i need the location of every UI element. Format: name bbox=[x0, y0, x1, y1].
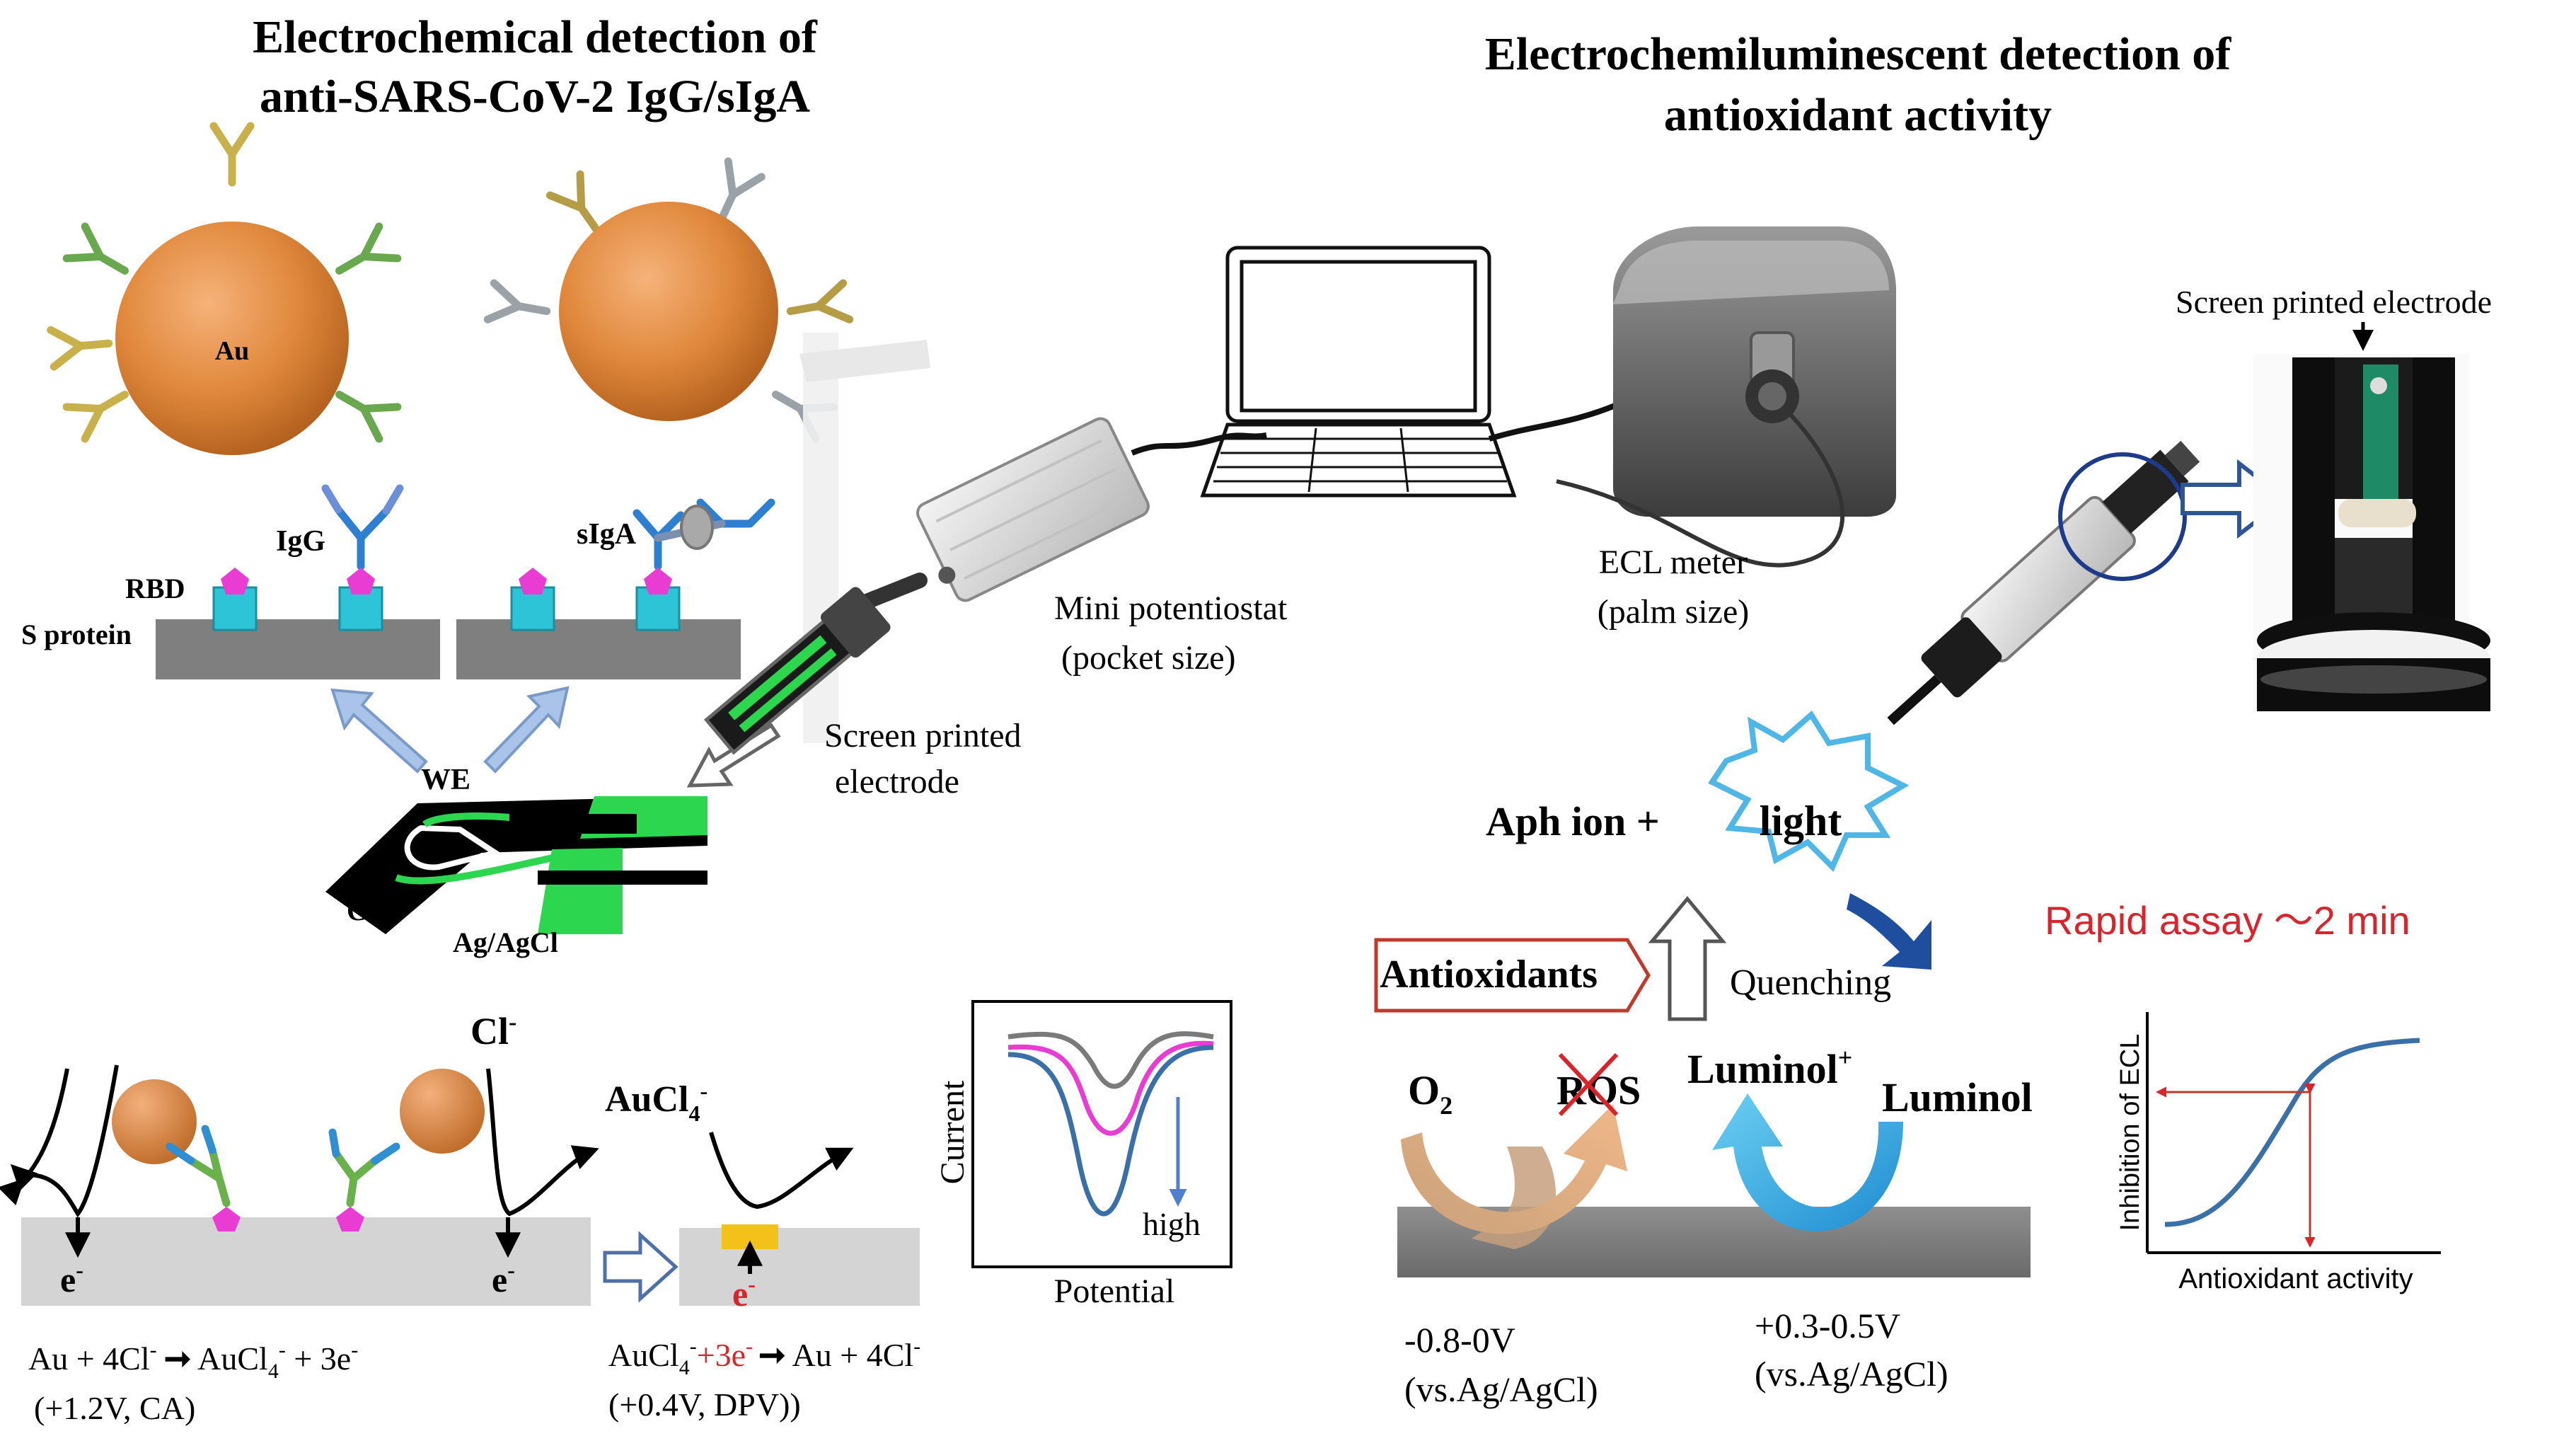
ecl-probe bbox=[1887, 440, 2200, 725]
reaction-1-line1: Au + 4Cl-➞ AuCl4- + 3e- bbox=[28, 1338, 358, 1383]
reaction-1: Au + 4Cl-➞ AuCl4- + 3e- (+1.2V, CA) bbox=[28, 1338, 358, 1426]
igg-label: IgG bbox=[276, 525, 325, 558]
mini-potentiostat-device bbox=[703, 333, 1267, 755]
laptop bbox=[1200, 246, 1517, 498]
potential-2-line2: (vs.Ag/AgCl) bbox=[1755, 1354, 1948, 1394]
left-title: Electrochemical detection of anti-SARS-C… bbox=[253, 11, 818, 122]
potential-1-line2: (vs.Ag/AgCl) bbox=[1404, 1369, 1598, 1409]
electron-label-red: e- bbox=[732, 1271, 756, 1314]
up-hollow-arrow bbox=[1648, 896, 1727, 1021]
light-label: light bbox=[1760, 798, 1842, 844]
reaction-2-line2: (+0.4V, DPV)) bbox=[608, 1386, 801, 1423]
inhibition-curve bbox=[2164, 1038, 2420, 1227]
electron-label-2: e- bbox=[492, 1257, 515, 1299]
igg-antibody bbox=[321, 484, 404, 570]
ros-crossed: ROS bbox=[1556, 1052, 1641, 1117]
left-title-line1: Electrochemical detection of bbox=[253, 11, 818, 63]
ecl-meter-label: ECL meter (palm size) bbox=[1598, 544, 1750, 631]
right-title: Electrochemiluminescent detection of ant… bbox=[1485, 28, 2232, 141]
inhibition-ylabel: Inhibition of ECL bbox=[2115, 1034, 2145, 1231]
reaction-1-line2: (+1.2V, CA) bbox=[34, 1390, 195, 1426]
potential-1: -0.8-0V (vs.Ag/AgCl) bbox=[1404, 1320, 1598, 1409]
antioxidants-label: Antioxidants bbox=[1380, 953, 1598, 996]
orange-reduction-arc bbox=[1401, 1104, 1627, 1234]
siga-nanoparticle: sIgA bbox=[487, 161, 849, 570]
mini-potentiostat-line1: Mini potentiostat bbox=[1054, 590, 1288, 627]
we-label: WE bbox=[421, 764, 470, 796]
dpv-curve-high bbox=[1007, 1045, 1214, 1217]
potential-2: +0.3-0.5V (vs.Ag/AgCl) bbox=[1755, 1306, 1948, 1394]
ecl-meter-line1: ECL meter bbox=[1599, 544, 1748, 581]
quenching-arrow bbox=[1847, 893, 1931, 970]
spe-left-line1: Screen printed bbox=[824, 717, 1022, 754]
luminol-label: Luminol bbox=[1882, 1074, 2033, 1120]
gold-nanoparticle-siga bbox=[559, 202, 778, 421]
gold-nanoparticle-igg bbox=[115, 222, 349, 455]
igg-nanoparticle: Au IgG bbox=[51, 126, 404, 570]
deposited-gold bbox=[722, 1224, 778, 1249]
probe-highlight-circle bbox=[2058, 452, 2187, 581]
inhibition-xlabel: Antioxidant activity bbox=[2178, 1263, 2413, 1294]
light-burst bbox=[1708, 710, 1910, 872]
aph-ion-label: Aph ion + bbox=[1486, 798, 1660, 844]
electrode-surface-2 bbox=[679, 1228, 920, 1306]
rapid-assay-label: Rapid assay ～2 min bbox=[2045, 898, 2410, 943]
right-title-line1: Electrochemiluminescent detection of bbox=[1485, 28, 2232, 80]
arrow-to-right-surface bbox=[483, 686, 570, 774]
dpv-curve-low bbox=[1007, 1031, 1214, 1089]
electron-label-1: e- bbox=[60, 1257, 83, 1299]
sprotein-label: S protein bbox=[21, 619, 132, 650]
reaction-2-line1: AuCl4-+3e-➞ Au + 4Cl- bbox=[608, 1335, 920, 1379]
ref-label: Ag/AgCl bbox=[453, 926, 558, 958]
potential-2-line1: +0.3-0.5V bbox=[1755, 1306, 1900, 1345]
mini-potentiostat-line2: (pocket size) bbox=[1061, 639, 1236, 677]
potential-1-line1: -0.8-0V bbox=[1404, 1320, 1515, 1360]
blue-up-arrows bbox=[330, 686, 570, 774]
spe-left-line2: electrode bbox=[835, 763, 959, 800]
dpv-ylabel: Current bbox=[934, 1080, 971, 1184]
right-title-line2: antioxidant activity bbox=[1664, 89, 2052, 141]
laptop-cable bbox=[1488, 401, 1622, 442]
gold-deposition-scheme: e- bbox=[679, 1132, 920, 1314]
left-title-line2: anti-SARS-CoV-2 IgG/sIgA bbox=[260, 71, 810, 122]
spe-photo bbox=[2253, 354, 2490, 711]
dpv-xlabel: Potential bbox=[1054, 1273, 1175, 1310]
aucl4-label: AuCl4- bbox=[605, 1078, 707, 1126]
ecl-meter bbox=[1556, 226, 1896, 568]
rbd-pillars bbox=[212, 568, 681, 631]
blue-oxidation-arc bbox=[1712, 1093, 1903, 1231]
hollow-arrow-bottom bbox=[603, 1231, 678, 1303]
cl-label: Cl- bbox=[470, 1009, 516, 1052]
au-label: Au bbox=[215, 336, 250, 366]
luminol-plus-label: Luminol+ bbox=[1687, 1043, 1852, 1092]
mini-potentiostat-label: Mini potentiostat (pocket size) bbox=[1054, 590, 1288, 677]
ecl-meter-line2: (palm size) bbox=[1598, 593, 1750, 631]
ecl-scheme: light Aph ion + Antioxidants Quenching O… bbox=[1374, 710, 2033, 1409]
gold-oxidation-scheme: Cl- AuCl4- e- e- bbox=[0, 1009, 707, 1306]
screen-printed-electrode-schematic: WE CE Ag/AgCl bbox=[325, 764, 707, 958]
dpv-annotation: high bbox=[1143, 1206, 1201, 1242]
siga-antibody bbox=[633, 498, 775, 570]
rbd-label: RBD bbox=[125, 573, 185, 604]
surface-left: RBD S protein bbox=[21, 568, 741, 679]
quenching-label: Quenching bbox=[1730, 963, 1891, 1003]
spe-left-label: Screen printed electrode bbox=[824, 717, 1022, 800]
arrow-to-left-surface bbox=[330, 688, 428, 774]
reaction-2: AuCl4-+3e-➞ Au + 4Cl- (+0.4V, DPV)) bbox=[608, 1335, 920, 1423]
dpv-curve-mid bbox=[1007, 1040, 1214, 1136]
surface-bar-right bbox=[456, 619, 741, 679]
dpv-chart: high Current Potential bbox=[934, 1000, 1232, 1310]
inhibition-chart: Inhibition of ECL Antioxidant activity bbox=[2115, 1012, 2441, 1294]
hollow-arrow-left bbox=[686, 723, 781, 788]
spe-right-label: Screen printed electrode bbox=[2176, 284, 2492, 320]
siga-label: sIgA bbox=[577, 518, 637, 551]
electrode-surface-1 bbox=[21, 1217, 591, 1306]
antioxidants-arrow bbox=[1374, 938, 1651, 1013]
o2-label: O2 bbox=[1408, 1067, 1452, 1120]
ce-label: CE bbox=[347, 895, 386, 926]
surface-bar-left bbox=[156, 619, 440, 679]
